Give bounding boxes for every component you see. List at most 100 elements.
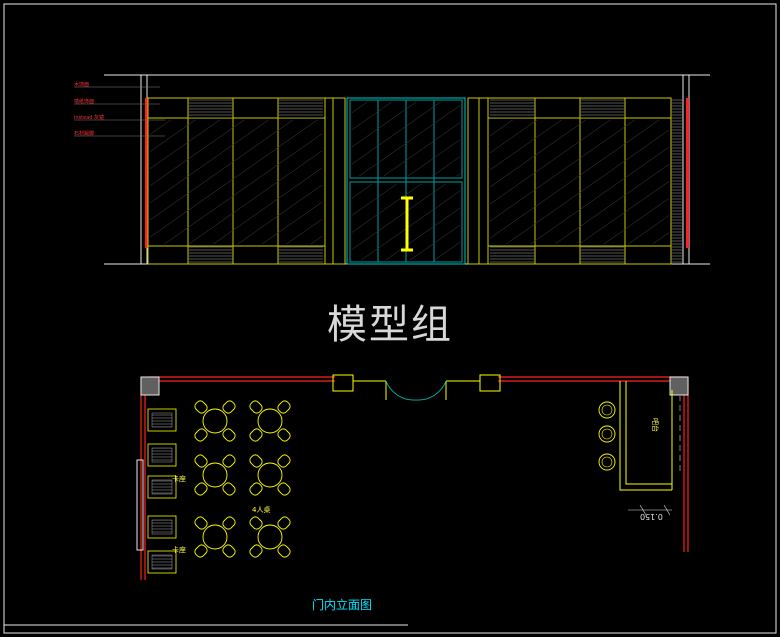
door-post-left	[332, 374, 354, 392]
column-top-right	[669, 376, 689, 396]
four-person-table	[249, 400, 291, 442]
four-person-table	[194, 400, 236, 442]
chair	[194, 400, 208, 414]
booth-seat	[147, 550, 177, 574]
right-base-b	[580, 246, 625, 264]
booth-seat	[147, 408, 177, 432]
table-top	[202, 462, 228, 488]
elevation-view	[74, 74, 710, 265]
booth-outline	[147, 515, 177, 539]
chair	[222, 516, 236, 530]
drawing-border	[3, 3, 777, 634]
booth-label-b: 卡座	[172, 546, 186, 554]
chair	[249, 400, 263, 414]
stool-seat	[598, 453, 616, 471]
chair	[222, 482, 236, 496]
left-cap-b	[278, 98, 323, 118]
chair	[249, 454, 263, 468]
right-base-a	[490, 246, 535, 264]
right-door-jamb	[467, 97, 489, 265]
four-person-table	[194, 454, 236, 496]
chair	[194, 516, 208, 530]
booth-outline	[147, 408, 177, 432]
column-top-left	[140, 376, 160, 396]
chair	[277, 428, 291, 442]
dim-tick-left	[639, 504, 647, 516]
door-handle-icon	[401, 196, 413, 252]
chair	[222, 544, 236, 558]
dim-tick-right	[663, 504, 671, 516]
booth-seat	[147, 515, 177, 539]
chair	[277, 400, 291, 414]
leader-label-2: 墙纸饰面	[74, 99, 95, 105]
booth-cushion	[151, 554, 173, 570]
door-swing-right	[415, 380, 447, 401]
dimension-label: 0.150	[640, 512, 663, 521]
table-label: 4人桌	[252, 506, 271, 514]
four-person-table	[249, 516, 291, 558]
bar-stools	[598, 401, 616, 471]
chair	[249, 428, 263, 442]
booth-outline	[147, 550, 177, 574]
booth-cushion	[151, 447, 173, 463]
booth-cushion	[151, 519, 173, 535]
table-top	[257, 462, 283, 488]
booth-cushion	[151, 479, 173, 495]
door-frame	[346, 97, 466, 265]
chair	[194, 454, 208, 468]
door-post-right	[479, 374, 501, 392]
stool-inner	[601, 428, 613, 440]
four-person-table	[194, 516, 236, 558]
bar-counter-inner	[625, 381, 672, 485]
chair	[222, 428, 236, 442]
stool-seat	[598, 401, 616, 419]
left-door-jamb	[324, 97, 346, 265]
chair	[222, 400, 236, 414]
chair	[277, 454, 291, 468]
plan-view	[136, 374, 689, 580]
left-base-a	[188, 246, 233, 264]
plan-left-window	[136, 459, 144, 551]
chair	[277, 516, 291, 530]
table-top	[257, 524, 283, 550]
booth-seat	[147, 443, 177, 467]
booth-seat	[147, 475, 177, 499]
leader-label-4: 石材踢脚	[74, 131, 95, 137]
chair	[194, 544, 208, 558]
booth-seats	[147, 408, 177, 574]
leader-label-3: instead 灰镜	[74, 115, 105, 121]
right-red-edge	[686, 98, 689, 248]
drawing-title: 模型组	[327, 302, 453, 348]
stool-inner	[601, 456, 613, 468]
bar-stool	[598, 401, 616, 419]
left-red-edge	[145, 98, 148, 248]
bar-stool	[598, 453, 616, 471]
bar-label: 吧台	[651, 418, 659, 432]
bar-counter-outer	[619, 381, 672, 491]
chair	[277, 482, 291, 496]
stool-seat	[598, 425, 616, 443]
chair	[249, 482, 263, 496]
door-swing-left	[385, 380, 417, 401]
chair	[222, 454, 236, 468]
leader-label-1: 木饰面	[74, 82, 90, 88]
table-top	[202, 524, 228, 550]
door-upper-hatch	[352, 102, 460, 176]
right-pilaster	[671, 98, 683, 264]
right-cap-a	[490, 98, 535, 118]
chair	[249, 516, 263, 530]
chair	[194, 428, 208, 442]
right-cap-b	[580, 98, 625, 118]
booth-label-a: 卡座	[172, 475, 186, 483]
drawing-subtitle: 门内立面图	[312, 598, 373, 612]
booth-cushion	[151, 412, 173, 428]
left-base-b	[278, 246, 323, 264]
booth-outline	[147, 475, 177, 499]
four-person-table	[249, 454, 291, 496]
chair	[277, 544, 291, 558]
table-top	[257, 408, 283, 434]
stool-inner	[601, 404, 613, 416]
left-cap-a	[188, 98, 233, 118]
